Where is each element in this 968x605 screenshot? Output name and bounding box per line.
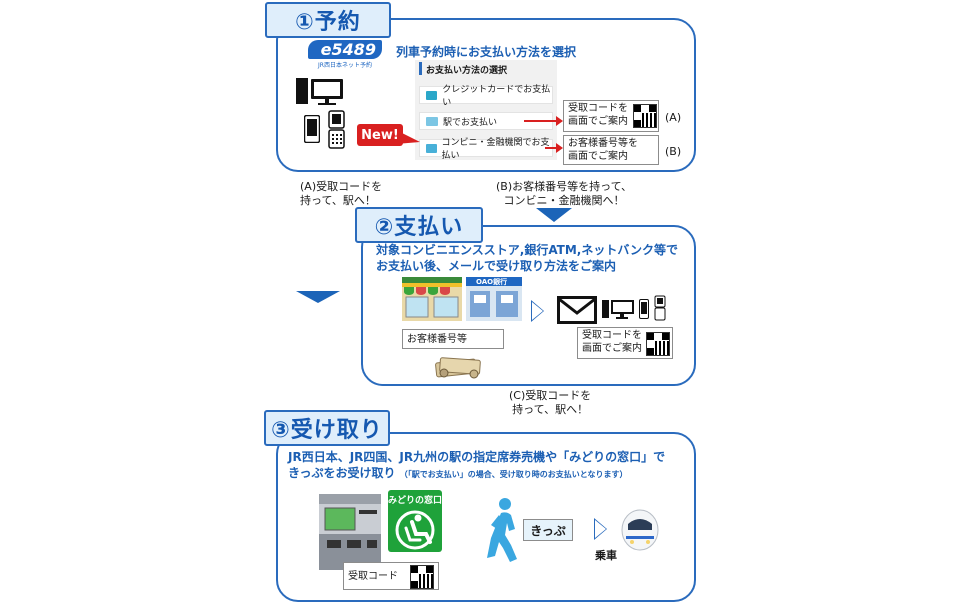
option-station-label: 駅でお支払い (443, 117, 498, 128)
qr-code-icon (410, 565, 434, 589)
path-b-line2: コンビニ・金融機関へ！ (503, 194, 625, 207)
smartphone-icon (639, 299, 649, 319)
result-b-tag: (B) (665, 145, 682, 158)
result-a-line1: 受取コードを (568, 103, 628, 114)
path-c-line2: 持って、駅へ！ (512, 403, 589, 416)
bank-sign: OAO銀行 (476, 278, 508, 286)
option-credit-card-label: クレジットカードでお支払い (442, 85, 551, 108)
result-a-line2: 画面でご案内 (568, 116, 628, 127)
e5489-logo: e5489 JR西日本ネット予約 (308, 40, 382, 69)
flip-phone-icon (328, 110, 345, 149)
bank-illustration (466, 277, 522, 321)
path-a-line1: (A)受取コードを (300, 180, 383, 193)
path-b-line1: (B)お客様番号等を持って、 (496, 180, 633, 193)
cash-money-icon (435, 357, 481, 379)
seat-person-icon (395, 510, 435, 550)
flip-phone-icon (654, 295, 666, 321)
step2-heading: 対象コンビニエンスストア,銀行ATM,ネットバンク等で お支払い後、メールで受け… (376, 242, 678, 274)
flow-arrow-a-side (296, 291, 340, 303)
email-icon (557, 296, 597, 324)
convenience-store-icon (426, 143, 437, 153)
pickup-code-label: 受取コード (348, 571, 398, 582)
ticket-box: きっぷ (523, 519, 573, 541)
arrow-to-result-b (545, 143, 563, 153)
step3-tab: ③受け取り (264, 410, 390, 446)
convenience-store-illustration (402, 277, 462, 321)
select-title: お支払い方法の選択 (426, 66, 508, 76)
select-title-bar (419, 62, 422, 75)
step2-heading-line1: 対象コンビニエンスストア,銀行ATM,ネットバンク等で (376, 243, 678, 257)
option-convenience-label: コンビニ・金融機関でお支払い (441, 138, 550, 161)
flow-arrow-to-train-inner (595, 520, 606, 538)
step1-heading: 列車予約時にお支払い方法を選択 (396, 45, 577, 59)
pickup-code-line2: 画面でご案内 (582, 343, 642, 354)
midori-window-sign: みどりの窓口 (388, 490, 442, 552)
station-icon (426, 116, 438, 126)
credit-card-icon (426, 90, 438, 100)
boarding-label: 乗車 (595, 549, 617, 562)
flow-arrow-to-step2 (536, 208, 572, 222)
step2-heading-line2: お支払い後、メールで受け取り方法をご案内 (376, 259, 617, 273)
arrow-to-result-a (524, 116, 563, 126)
path-b-text: (B)お客様番号等を持って、 コンビニ・金融機関へ！ (496, 180, 632, 208)
path-a-text: (A)受取コードを 持って、駅へ！ (300, 180, 382, 208)
smartphone-icon (304, 115, 320, 143)
qr-code-icon (646, 332, 670, 356)
step3-heading-line2: きっぷをお受け取り (288, 466, 396, 480)
result-b-line2: 画面でご案内 (568, 151, 628, 162)
step3-note: （「駅でお支払い」の場合、受け取り時のお支払いとなります） (399, 470, 628, 479)
new-badge: New! (357, 124, 403, 146)
pickup-code-line1: 受取コードを (582, 330, 642, 341)
path-a-line2: 持って、駅へ！ (300, 194, 376, 207)
logo-text: e5489 (308, 40, 382, 59)
step3-heading-line1: JR西日本、JR四国、JR九州の駅の指定席券売機や「みどりの窓口」で (288, 450, 666, 464)
result-b-line1: お客様番号等を (568, 138, 638, 149)
step1-tab: ①予約 (265, 2, 391, 38)
desktop-computer-icon (602, 300, 634, 319)
result-b-box: お客様番号等を 画面でご案内 (563, 135, 659, 165)
walking-person-icon (487, 498, 517, 562)
path-c-text: (C)受取コードを 持って、駅へ！ (509, 389, 591, 417)
shinkansen-train-icon (621, 509, 659, 551)
option-credit-card[interactable]: クレジットカードでお支払い (419, 85, 553, 108)
option-convenience[interactable]: コンビニ・金融機関でお支払い (419, 138, 553, 161)
step3-heading: JR西日本、JR四国、JR九州の駅の指定席券売機や「みどりの窓口」で きっぷをお… (288, 449, 665, 483)
result-a-tag: (A) (665, 111, 682, 124)
logo-subtitle: JR西日本ネット予約 (318, 62, 372, 69)
midori-sign-label: みどりの窓口 (388, 496, 443, 506)
flow-arrow-to-email-inner (532, 302, 543, 320)
customer-number-box: お客様番号等 (402, 329, 504, 349)
qr-code-icon (633, 104, 657, 128)
step2-tab: ②支払い (355, 207, 483, 243)
path-c-line1: (C)受取コードを (509, 389, 592, 402)
desktop-computer-icon (296, 78, 343, 105)
ticket-machine-illustration (319, 494, 381, 570)
